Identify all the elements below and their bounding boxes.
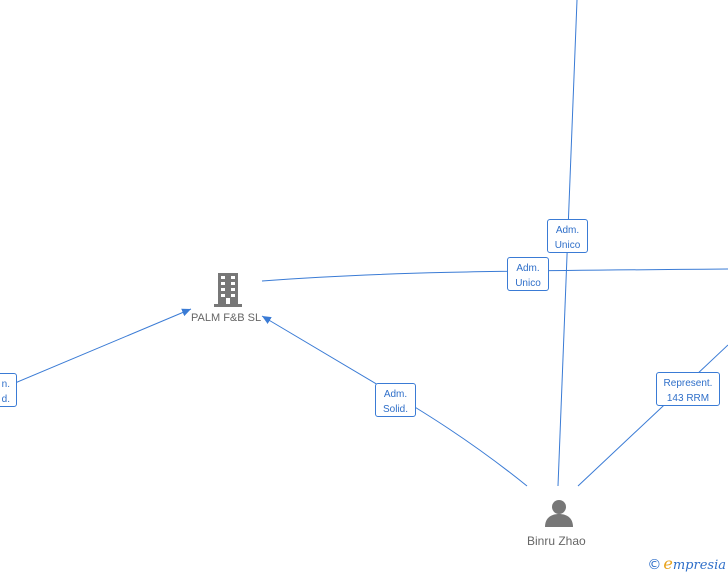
- edge-label-line: n.: [1, 379, 10, 390]
- edge-label-line: Adm.: [555, 225, 580, 236]
- company-label[interactable]: PALM F&B SL: [191, 312, 262, 324]
- edge-left-to-company: [14, 308, 192, 384]
- brand-initial: e: [663, 554, 673, 573]
- edge-label-company-solid: Adm. Solid.: [375, 383, 416, 417]
- person-icon[interactable]: [544, 498, 574, 533]
- edge-label-line: Solid.: [382, 404, 408, 415]
- copyright-icon: ©: [647, 557, 662, 573]
- edge-label-line: 143 RRM: [666, 393, 710, 404]
- edge-label-top-adm: Adm. Unico: [547, 219, 588, 253]
- edge-label-line: Unico: [515, 278, 541, 289]
- edge-label-line: Adm.: [516, 263, 540, 274]
- edge-label-mid-adm: Adm. Unico: [507, 257, 549, 291]
- empresia-watermark: ©empresia: [647, 554, 726, 573]
- edge-label-line: Represent.: [663, 378, 713, 389]
- edge-label-line: Unico: [554, 240, 581, 251]
- edge-label-line: d.: [1, 394, 10, 405]
- edge-company-to-right: [261, 268, 728, 282]
- brand-name: mpresia: [672, 558, 726, 573]
- edge-label-line: Adm.: [383, 389, 408, 400]
- building-icon[interactable]: [212, 271, 244, 312]
- person-label[interactable]: Binru Zhao: [527, 534, 586, 548]
- edge-person-to-right: [577, 344, 728, 487]
- edge-label-left-partial: n. d.: [0, 373, 17, 407]
- edge-label-represent: Represent. 143 RRM: [656, 372, 720, 406]
